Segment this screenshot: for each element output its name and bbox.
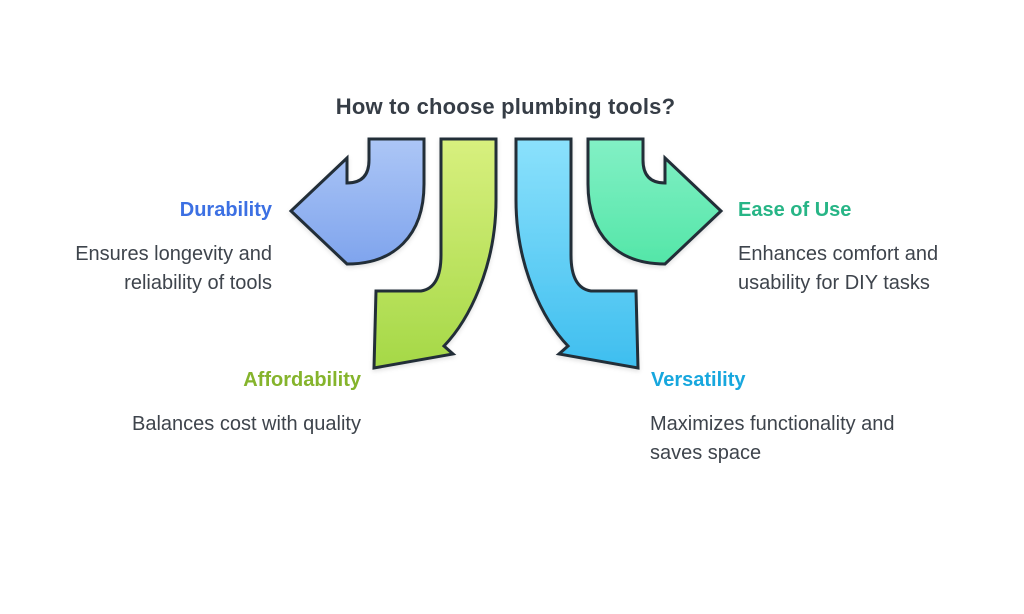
versatility-label: Versatility: [651, 369, 746, 391]
durability-description-line: reliability of tools: [124, 272, 272, 294]
ease-of-use-description-line: Enhances comfort and: [738, 243, 939, 265]
durability-arrow: [289, 137, 426, 266]
affordability-description-line: Balances cost with quality: [131, 413, 361, 435]
durability-label: Durability: [179, 199, 272, 221]
ease-of-use-label: Ease of Use: [738, 199, 852, 221]
affordability-label: Affordability: [243, 369, 361, 391]
affordability-description: Balances cost with quality: [132, 410, 361, 439]
ease-of-use-arrow: [586, 137, 723, 266]
page-title: How to choose plumbing tools?: [335, 94, 676, 119]
versatility-description-line: saves space: [650, 442, 762, 464]
durability-description-line: Ensures longevity and: [75, 243, 272, 265]
versatility-description-line: Maximizes functionality and: [650, 413, 895, 435]
versatility-description: Maximizes functionality and saves space: [650, 410, 895, 468]
ease-of-use-description: Enhances comfort and usability for DIY t…: [738, 240, 938, 298]
ease-of-use-description-line: usability for DIY tasks: [738, 272, 930, 294]
durability-description: Ensures longevity and reliability of too…: [75, 240, 272, 298]
